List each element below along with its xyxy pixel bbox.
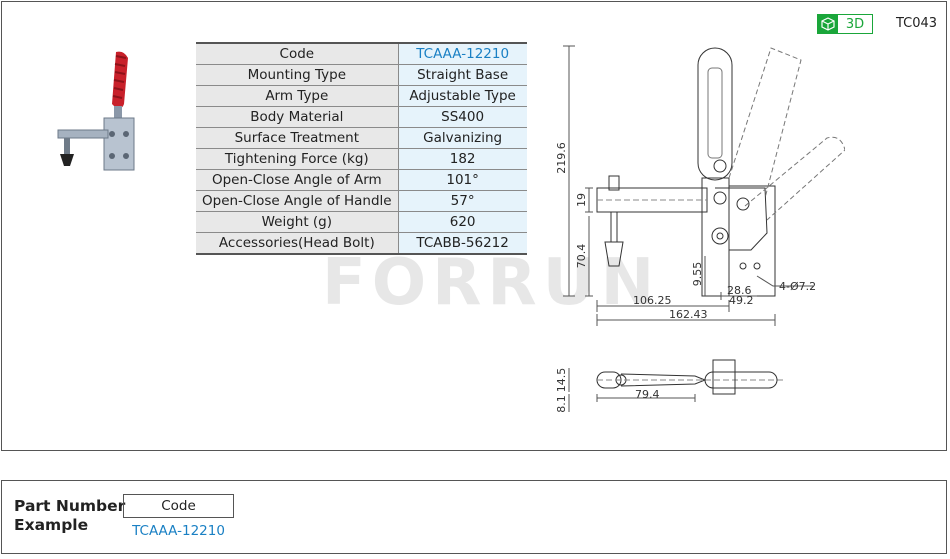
- dim-19: 19: [575, 193, 588, 207]
- dim-49-2: 49.2: [729, 294, 754, 307]
- spec-row: Weight (g)620: [196, 211, 527, 233]
- spec-label: Mounting Type: [196, 64, 399, 86]
- spec-value: 182: [398, 148, 527, 170]
- dim-79-4: 79.4: [635, 388, 660, 401]
- spec-value: TCABB-56212: [398, 232, 527, 255]
- spec-value: Galvanizing: [398, 127, 527, 149]
- spec-label: Weight (g): [196, 211, 399, 233]
- spec-row: Accessories(Head Bolt)TCABB-56212: [196, 232, 527, 255]
- spec-row: Tightening Force (kg)182: [196, 148, 527, 170]
- dim-9-55: 9.55: [691, 262, 704, 287]
- 3d-label: 3D: [845, 16, 865, 32]
- dim-70-4: 70.4: [575, 244, 588, 269]
- dim-total-height: 219.6: [555, 142, 568, 174]
- spec-label: Open-Close Angle of Handle: [196, 190, 399, 212]
- spec-value: 57°: [398, 190, 527, 212]
- dim-28-6: 28.6: [727, 284, 752, 297]
- spec-label: Tightening Force (kg): [196, 148, 399, 170]
- part-number-frame: [1, 480, 947, 554]
- spec-label: Body Material: [196, 106, 399, 128]
- spec-label: Open-Close Angle of Arm: [196, 169, 399, 191]
- 3d-view-button[interactable]: 3D: [817, 14, 873, 34]
- watermark: FORRUN: [322, 246, 661, 320]
- part-number-header: Code: [123, 494, 234, 518]
- product-photo: [57, 51, 135, 171]
- main-frame: [1, 1, 947, 451]
- spec-label: Accessories(Head Bolt): [196, 232, 399, 255]
- spec-value: SS400: [398, 106, 527, 128]
- spec-value[interactable]: TCAAA-12210: [398, 42, 527, 65]
- dim-8-1: 8.1: [555, 395, 568, 413]
- dim-106-25: 106.25: [633, 294, 672, 307]
- spec-label: Surface Treatment: [196, 127, 399, 149]
- dim-14-5: 14.5: [555, 368, 568, 393]
- spec-label: Arm Type: [196, 85, 399, 107]
- spec-value: Straight Base: [398, 64, 527, 86]
- dim-162-43: 162.43: [669, 308, 708, 321]
- spec-value: 101°: [398, 169, 527, 191]
- dim-holes: 4-Ø7.2: [779, 280, 816, 293]
- spec-value: Adjustable Type: [398, 85, 527, 107]
- product-code: TC043: [896, 16, 938, 31]
- technical-drawing: 219.6 19 70.4 9.55 28.6 4-Ø7.2 106.25 49…: [555, 45, 845, 413]
- spec-value: 620: [398, 211, 527, 233]
- part-number-value[interactable]: TCAAA-12210: [132, 523, 225, 539]
- spec-label: Code: [196, 42, 399, 65]
- cube-icon: [818, 15, 838, 33]
- part-number-title: Part Number Example: [14, 497, 126, 534]
